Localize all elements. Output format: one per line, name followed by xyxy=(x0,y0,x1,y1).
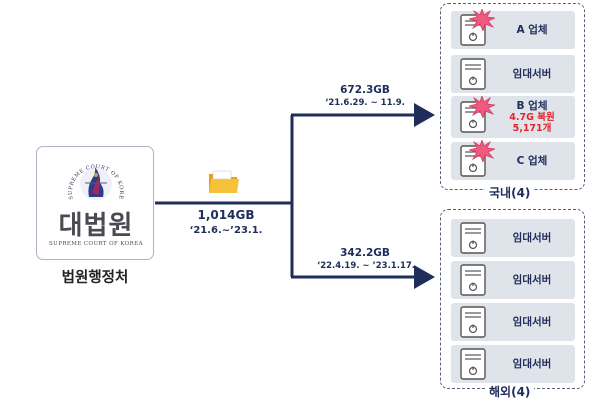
server-card-c: C 업체 xyxy=(451,140,575,180)
server-icon xyxy=(460,264,486,296)
server-card-a: A 업체 xyxy=(451,9,575,49)
domestic-size: 672.3GB xyxy=(340,84,390,96)
server-label: 임대서버 xyxy=(489,303,575,341)
server-icon xyxy=(460,222,486,254)
overseas-size: 342.2GB xyxy=(340,247,390,259)
domestic-group-label: 국내(4) xyxy=(485,184,535,201)
server-card-overseas-2: 임대서버 xyxy=(451,261,575,299)
total-period: ‘21.6.~’23.1. xyxy=(189,225,263,236)
server-name: 임대서버 xyxy=(512,358,552,370)
server-label: 임대서버 xyxy=(489,345,575,383)
breach-burst-icon xyxy=(469,9,495,31)
server-name: B 업체 xyxy=(516,100,548,112)
overseas-group-label: 해외(4) xyxy=(485,383,535,400)
server-icon xyxy=(460,306,486,338)
supreme-court-logo-card: SUPREME COURT OF KOREA 대법원 SUPREME COURT… xyxy=(36,146,154,260)
domestic-period: ‘21.6.29. ~ 11.9. xyxy=(325,98,405,108)
server-label: 임대서버 xyxy=(489,55,575,93)
server-card-b: B 업체 4.7G 복원 5,171개 xyxy=(451,96,575,138)
server-card-overseas-4: 임대서버 xyxy=(451,345,575,383)
total-size: 1,014GB xyxy=(197,208,255,222)
server-card-overseas-3: 임대서버 xyxy=(451,303,575,341)
org-name: 법원행정처 xyxy=(61,270,129,286)
server-name: 임대서버 xyxy=(512,232,552,244)
restore-amount: 4.7G 복원 xyxy=(509,112,555,123)
server-name: 임대서버 xyxy=(512,316,552,328)
server-label: C 업체 xyxy=(489,142,575,180)
restore-file-count: 5,171개 xyxy=(512,123,552,134)
server-name: C 업체 xyxy=(516,155,548,167)
folder-icon xyxy=(209,170,239,193)
server-name: 임대서버 xyxy=(512,274,552,286)
breach-burst-icon xyxy=(469,96,495,118)
server-label: B 업체 4.7G 복원 5,171개 xyxy=(489,96,575,138)
logo-subtitle: SUPREME COURT OF KOREA xyxy=(49,241,143,247)
server-card-domestic-rental: 임대서버 xyxy=(451,55,575,93)
server-name: 임대서버 xyxy=(512,68,552,80)
logo-title: 대법원 xyxy=(58,211,134,241)
server-label: 임대서버 xyxy=(489,219,575,257)
server-icon xyxy=(460,348,486,380)
server-label: 임대서버 xyxy=(489,261,575,299)
server-card-overseas-1: 임대서버 xyxy=(451,219,575,257)
overseas-period: ‘22.4.19. ~ ’23.1.17. xyxy=(316,261,415,271)
server-icon xyxy=(460,58,486,90)
breach-burst-icon xyxy=(469,140,495,162)
supreme-court-emblem-icon: SUPREME COURT OF KOREA xyxy=(65,153,123,200)
server-name: A 업체 xyxy=(516,24,548,36)
server-label: A 업체 xyxy=(489,11,575,49)
